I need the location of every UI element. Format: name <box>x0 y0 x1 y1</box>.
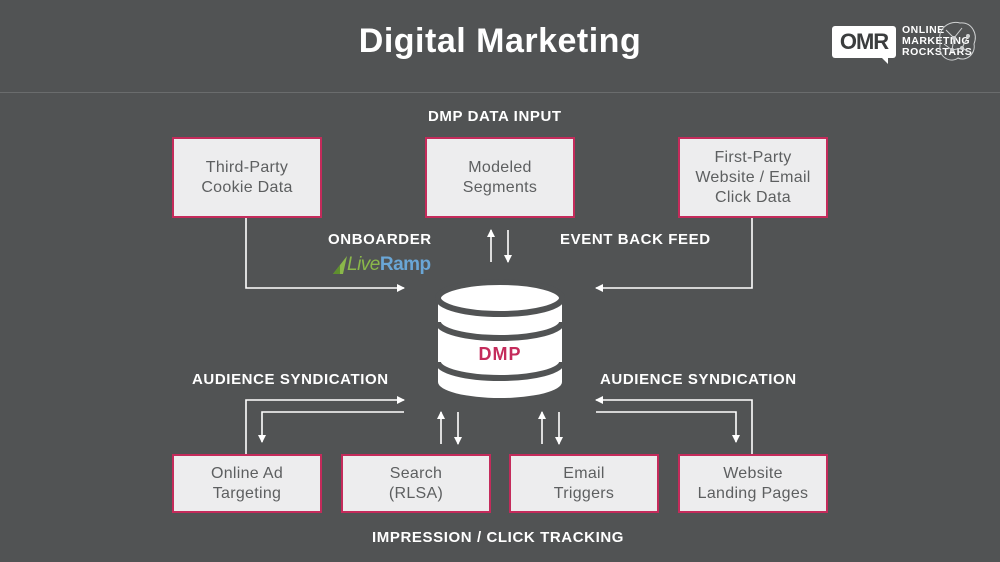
arrow-website-to-dmp <box>595 396 753 454</box>
liveramp-icon <box>333 256 347 274</box>
logo-line-3: ROCKSTARS <box>902 46 973 58</box>
label-impression-click-tracking: IMPRESSION / CLICK TRACKING <box>372 529 625 546</box>
database-icon <box>435 279 565 398</box>
input-box-first-party-text: First-Party Website / Email Click Data <box>695 148 811 206</box>
dmp-label: DMP <box>478 344 522 364</box>
output-box-email: Email Triggers <box>509 454 659 513</box>
output-box-website-text: Website Landing Pages <box>697 464 809 502</box>
logo-line-2: MARKETING <box>902 35 971 47</box>
label-dmp-data-input: DMP DATA INPUT <box>428 108 562 125</box>
logo-text: ONLINE MARKETING ROCKSTARS <box>902 25 972 58</box>
arrow-first-party-to-dmp <box>595 218 753 292</box>
liveramp-live: Live <box>347 254 380 275</box>
logo-mark: OMR <box>832 26 896 58</box>
arrow-online-ad-to-dmp <box>245 396 405 454</box>
label-audience-syndication-left: AUDIENCE SYNDICATION <box>192 371 389 388</box>
label-event-back-feed: EVENT BACK FEED <box>560 231 711 248</box>
input-box-third-party-text: Third-Party Cookie Data <box>201 158 293 196</box>
logo-line-1: ONLINE <box>902 24 945 36</box>
arrow-dmp-to-online-ad <box>258 411 404 443</box>
title-bar: Digital Marketing OMR ONLINE MARKETING R… <box>0 0 1000 93</box>
output-box-search: Search (RLSA) <box>341 454 491 513</box>
input-box-modeled-segments: Modeled Segments <box>425 137 575 218</box>
brain-icon <box>939 21 976 61</box>
arrow-third-party-to-dmp <box>245 218 405 292</box>
input-box-third-party: Third-Party Cookie Data <box>172 137 322 218</box>
liveramp-logo: LiveRamp <box>331 254 435 276</box>
liveramp-wordmark: LiveRamp <box>347 254 431 276</box>
label-onboarder: ONBOARDER <box>328 231 432 248</box>
input-box-first-party: First-Party Website / Email Click Data <box>678 137 828 218</box>
input-box-modeled-segments-text: Modeled Segments <box>462 158 538 196</box>
liveramp-ramp: Ramp <box>379 254 431 275</box>
output-box-website: Website Landing Pages <box>678 454 828 513</box>
label-audience-syndication-right: AUDIENCE SYNDICATION <box>600 371 797 388</box>
logo-speech-tail <box>880 56 888 64</box>
output-box-email-text: Email Triggers <box>553 464 615 502</box>
omr-logo: OMR ONLINE MARKETING ROCKSTARS <box>832 21 982 68</box>
page-title: Digital Marketing <box>358 22 642 60</box>
arrow-dmp-to-website <box>596 411 740 443</box>
output-box-search-text: Search (RLSA) <box>388 464 444 502</box>
output-box-online-ad-text: Online Ad Targeting <box>210 464 284 502</box>
output-box-online-ad: Online Ad Targeting <box>172 454 322 513</box>
